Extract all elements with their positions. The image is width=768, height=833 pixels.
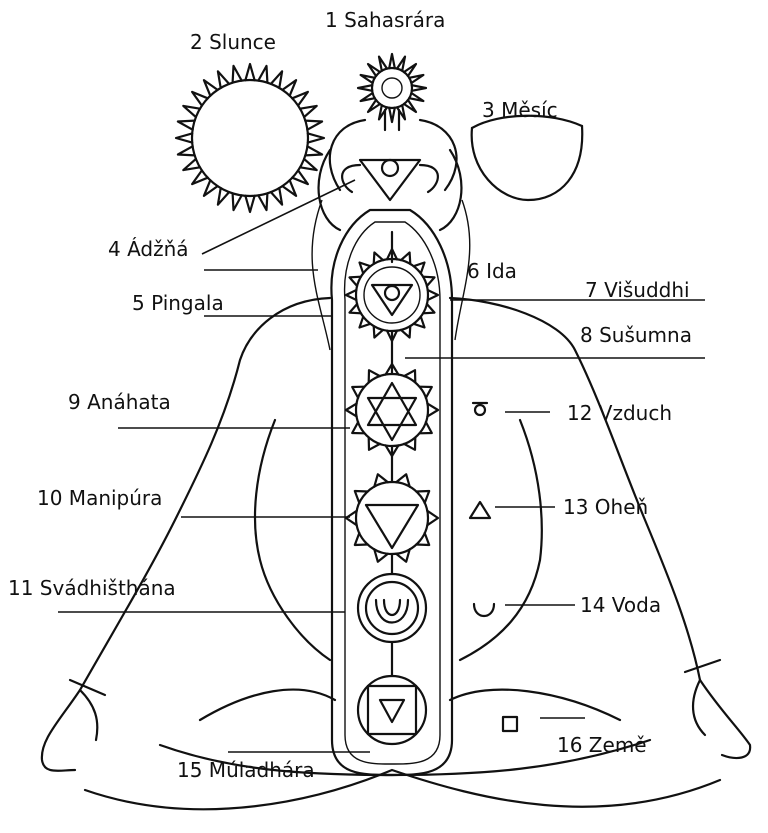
ray-mark [233, 193, 242, 210]
svadhisthana-chakra-icon [358, 574, 426, 642]
ray-mark [412, 85, 426, 91]
label-slunce: 2 Slunce [190, 32, 276, 52]
label-sahasrara: 1 Sahasrára [325, 10, 445, 30]
ray-mark [282, 80, 296, 96]
ray-mark [204, 180, 218, 196]
moon-icon [472, 116, 583, 200]
label-ohen: 13 Oheň [563, 497, 648, 517]
ray-mark [409, 93, 423, 101]
ray-mark [389, 108, 395, 122]
earth-symbol-icon [503, 717, 517, 731]
ray-mark [292, 170, 308, 184]
ray-mark [308, 133, 324, 142]
ray-mark [245, 64, 254, 80]
anahata-chakra-icon [346, 364, 438, 456]
ray-mark [389, 54, 395, 68]
ray-mark [409, 75, 423, 83]
label-anahata: 9 Anáhata [68, 392, 171, 412]
ray-mark [379, 57, 387, 71]
ray-mark [282, 180, 296, 196]
ray-mark [192, 92, 208, 106]
ray-mark [361, 75, 375, 83]
label-susumna: 8 Sušumna [580, 325, 692, 345]
ray-mark [305, 121, 322, 130]
label-vzduch: 12 Vzduch [567, 403, 672, 423]
label-ida: 6 Ida [467, 261, 517, 281]
label-adzna: 4 Ádžňá [108, 239, 189, 259]
label-visuddhi: 7 Višuddhi [585, 280, 690, 300]
label-muladhara: 15 Múladhára [177, 760, 315, 780]
ray-mark [292, 92, 308, 106]
sun-icon [176, 64, 324, 212]
ray-mark [258, 66, 267, 83]
ray-mark [178, 146, 195, 155]
ray-mark [204, 80, 218, 96]
susumna-channel [331, 210, 452, 775]
ray-mark [346, 290, 356, 300]
label-svadhisthana: 11 Svádhišthána [8, 578, 176, 598]
sahasrara-lotus-icon [358, 54, 426, 130]
ray-mark [178, 121, 195, 130]
label-zeme: 16 Země [557, 735, 647, 755]
ray-mark [176, 133, 192, 142]
ray-mark [397, 57, 405, 71]
adzna-chakra-icon [342, 160, 438, 200]
ray-mark [245, 196, 254, 212]
ray-mark [428, 290, 438, 300]
label-voda: 14 Voda [580, 595, 661, 615]
label-manipura: 10 Manipúra [37, 488, 162, 508]
ray-mark [233, 66, 242, 83]
fire-symbol-icon [470, 502, 490, 518]
ray-mark [258, 193, 267, 210]
manipura-chakra-icon [346, 474, 438, 561]
label-mesic: 3 Měsíc [482, 100, 558, 120]
ray-mark [192, 170, 208, 184]
ray-mark [361, 93, 375, 101]
ray-mark [305, 146, 322, 155]
ray-mark [358, 85, 372, 91]
air-symbol-icon [473, 403, 487, 415]
water-symbol-icon [474, 604, 494, 616]
muladhara-chakra-icon [358, 676, 426, 744]
label-pingala: 5 Pingala [132, 293, 224, 313]
